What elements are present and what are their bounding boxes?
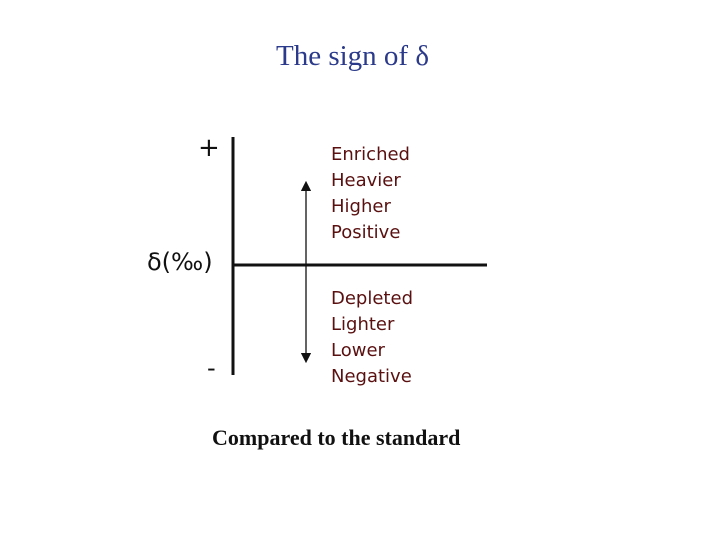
slide-title: The sign of δ [275, 40, 429, 72]
plus-sign-label: + [198, 133, 220, 163]
positive-term: Higher [331, 196, 391, 217]
positive-terms-list: Enriched Heavier Higher Positive [331, 142, 410, 246]
minus-sign-label: - [207, 354, 216, 382]
positive-term: Enriched [331, 144, 410, 165]
delta-axis-label: δ(‰) [147, 248, 213, 276]
negative-terms-list: Depleted Lighter Lower Negative [331, 286, 413, 390]
comparison-caption: Compared to the standard [212, 425, 461, 450]
negative-term: Negative [331, 366, 412, 387]
negative-term: Depleted [331, 288, 413, 309]
positive-term: Positive [331, 222, 401, 243]
negative-term: Lower [331, 340, 385, 361]
positive-term: Heavier [331, 170, 401, 191]
negative-term: Lighter [331, 314, 395, 335]
